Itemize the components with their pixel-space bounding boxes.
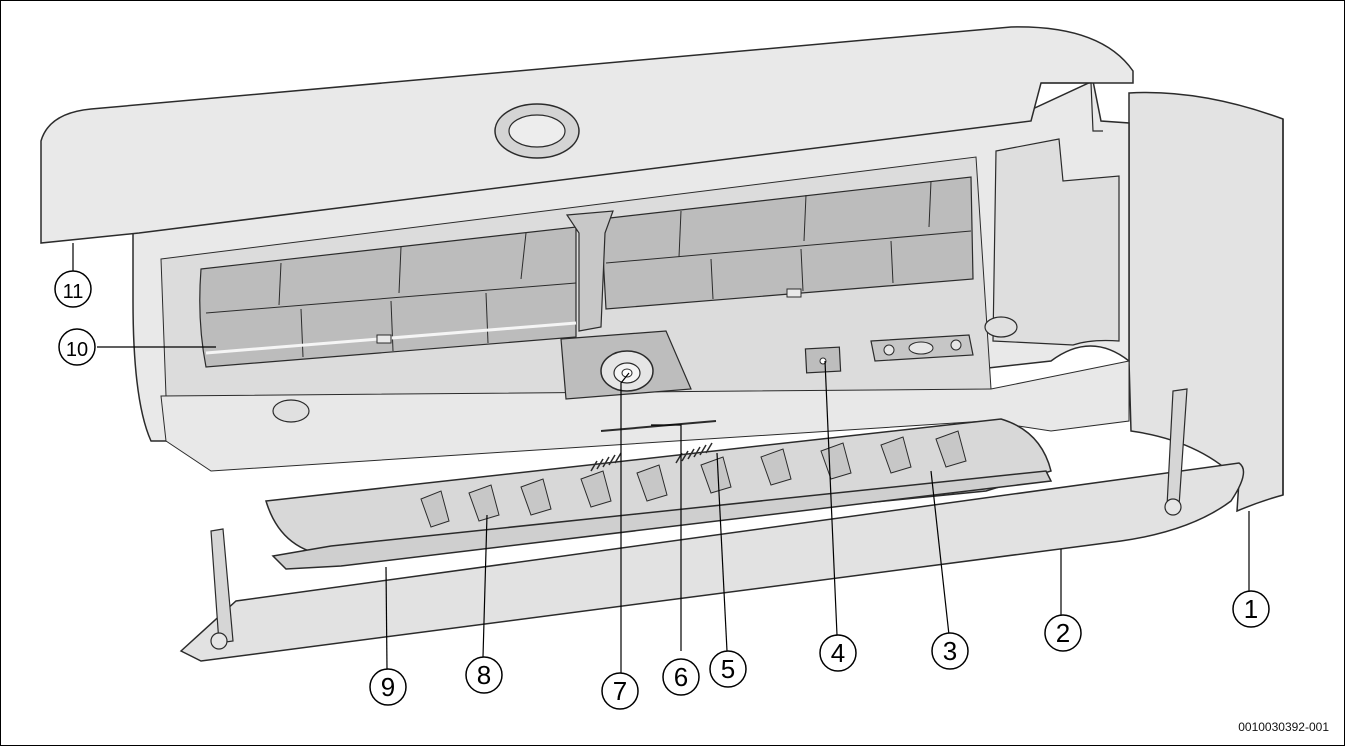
front-panel <box>179 462 1245 662</box>
callout-4 <box>819 634 857 672</box>
callout-6 <box>662 658 700 696</box>
indicator-strip <box>600 420 717 432</box>
center-divider <box>565 210 614 332</box>
callout-2 <box>1044 614 1082 652</box>
round-hole-left <box>272 399 310 423</box>
callout-label-8: 8 <box>477 660 491 690</box>
callout-label-5: 5 <box>721 654 735 684</box>
right-air-filter <box>600 176 974 310</box>
fan-grille <box>590 442 713 472</box>
image-code: 0010030392-001 <box>1238 720 1329 734</box>
callout-3 <box>931 632 969 670</box>
callouts <box>54 270 1270 710</box>
callout-label-6: 6 <box>674 662 688 692</box>
callout-label-4: 4 <box>831 638 845 668</box>
callout-5 <box>709 650 747 688</box>
left-air-filter <box>199 226 577 368</box>
callout-label-10: 10 <box>66 339 88 361</box>
leader-lines <box>72 243 1250 673</box>
vertical-louvers <box>420 430 967 528</box>
lower-housing <box>160 360 1130 472</box>
round-hole-right <box>984 316 1018 338</box>
callout-1 <box>1232 590 1270 628</box>
support-arm-left <box>210 528 234 650</box>
callout-label-2: 2 <box>1056 618 1070 648</box>
callout-9 <box>369 668 407 706</box>
display-board <box>560 330 692 400</box>
callout-7 <box>601 672 639 710</box>
callout-label-9: 9 <box>381 672 395 702</box>
callout-label-7: 7 <box>613 676 627 706</box>
top-lid <box>40 26 1134 244</box>
callout-8 <box>465 656 503 694</box>
callout-label-11: 11 <box>63 281 84 303</box>
callout-label-3: 3 <box>943 636 957 666</box>
callout-11 <box>54 270 92 308</box>
horizontal-louver <box>271 470 1053 570</box>
callout-10 <box>58 328 96 366</box>
connector-panel <box>870 334 974 362</box>
side-cover <box>1128 91 1284 513</box>
callout-labels: 1 2 3 4 5 6 7 8 9 10 11 <box>63 281 1259 706</box>
callout-label-1: 1 <box>1244 594 1258 624</box>
right-inner-wall <box>992 138 1120 346</box>
support-arm-right <box>1164 388 1188 516</box>
